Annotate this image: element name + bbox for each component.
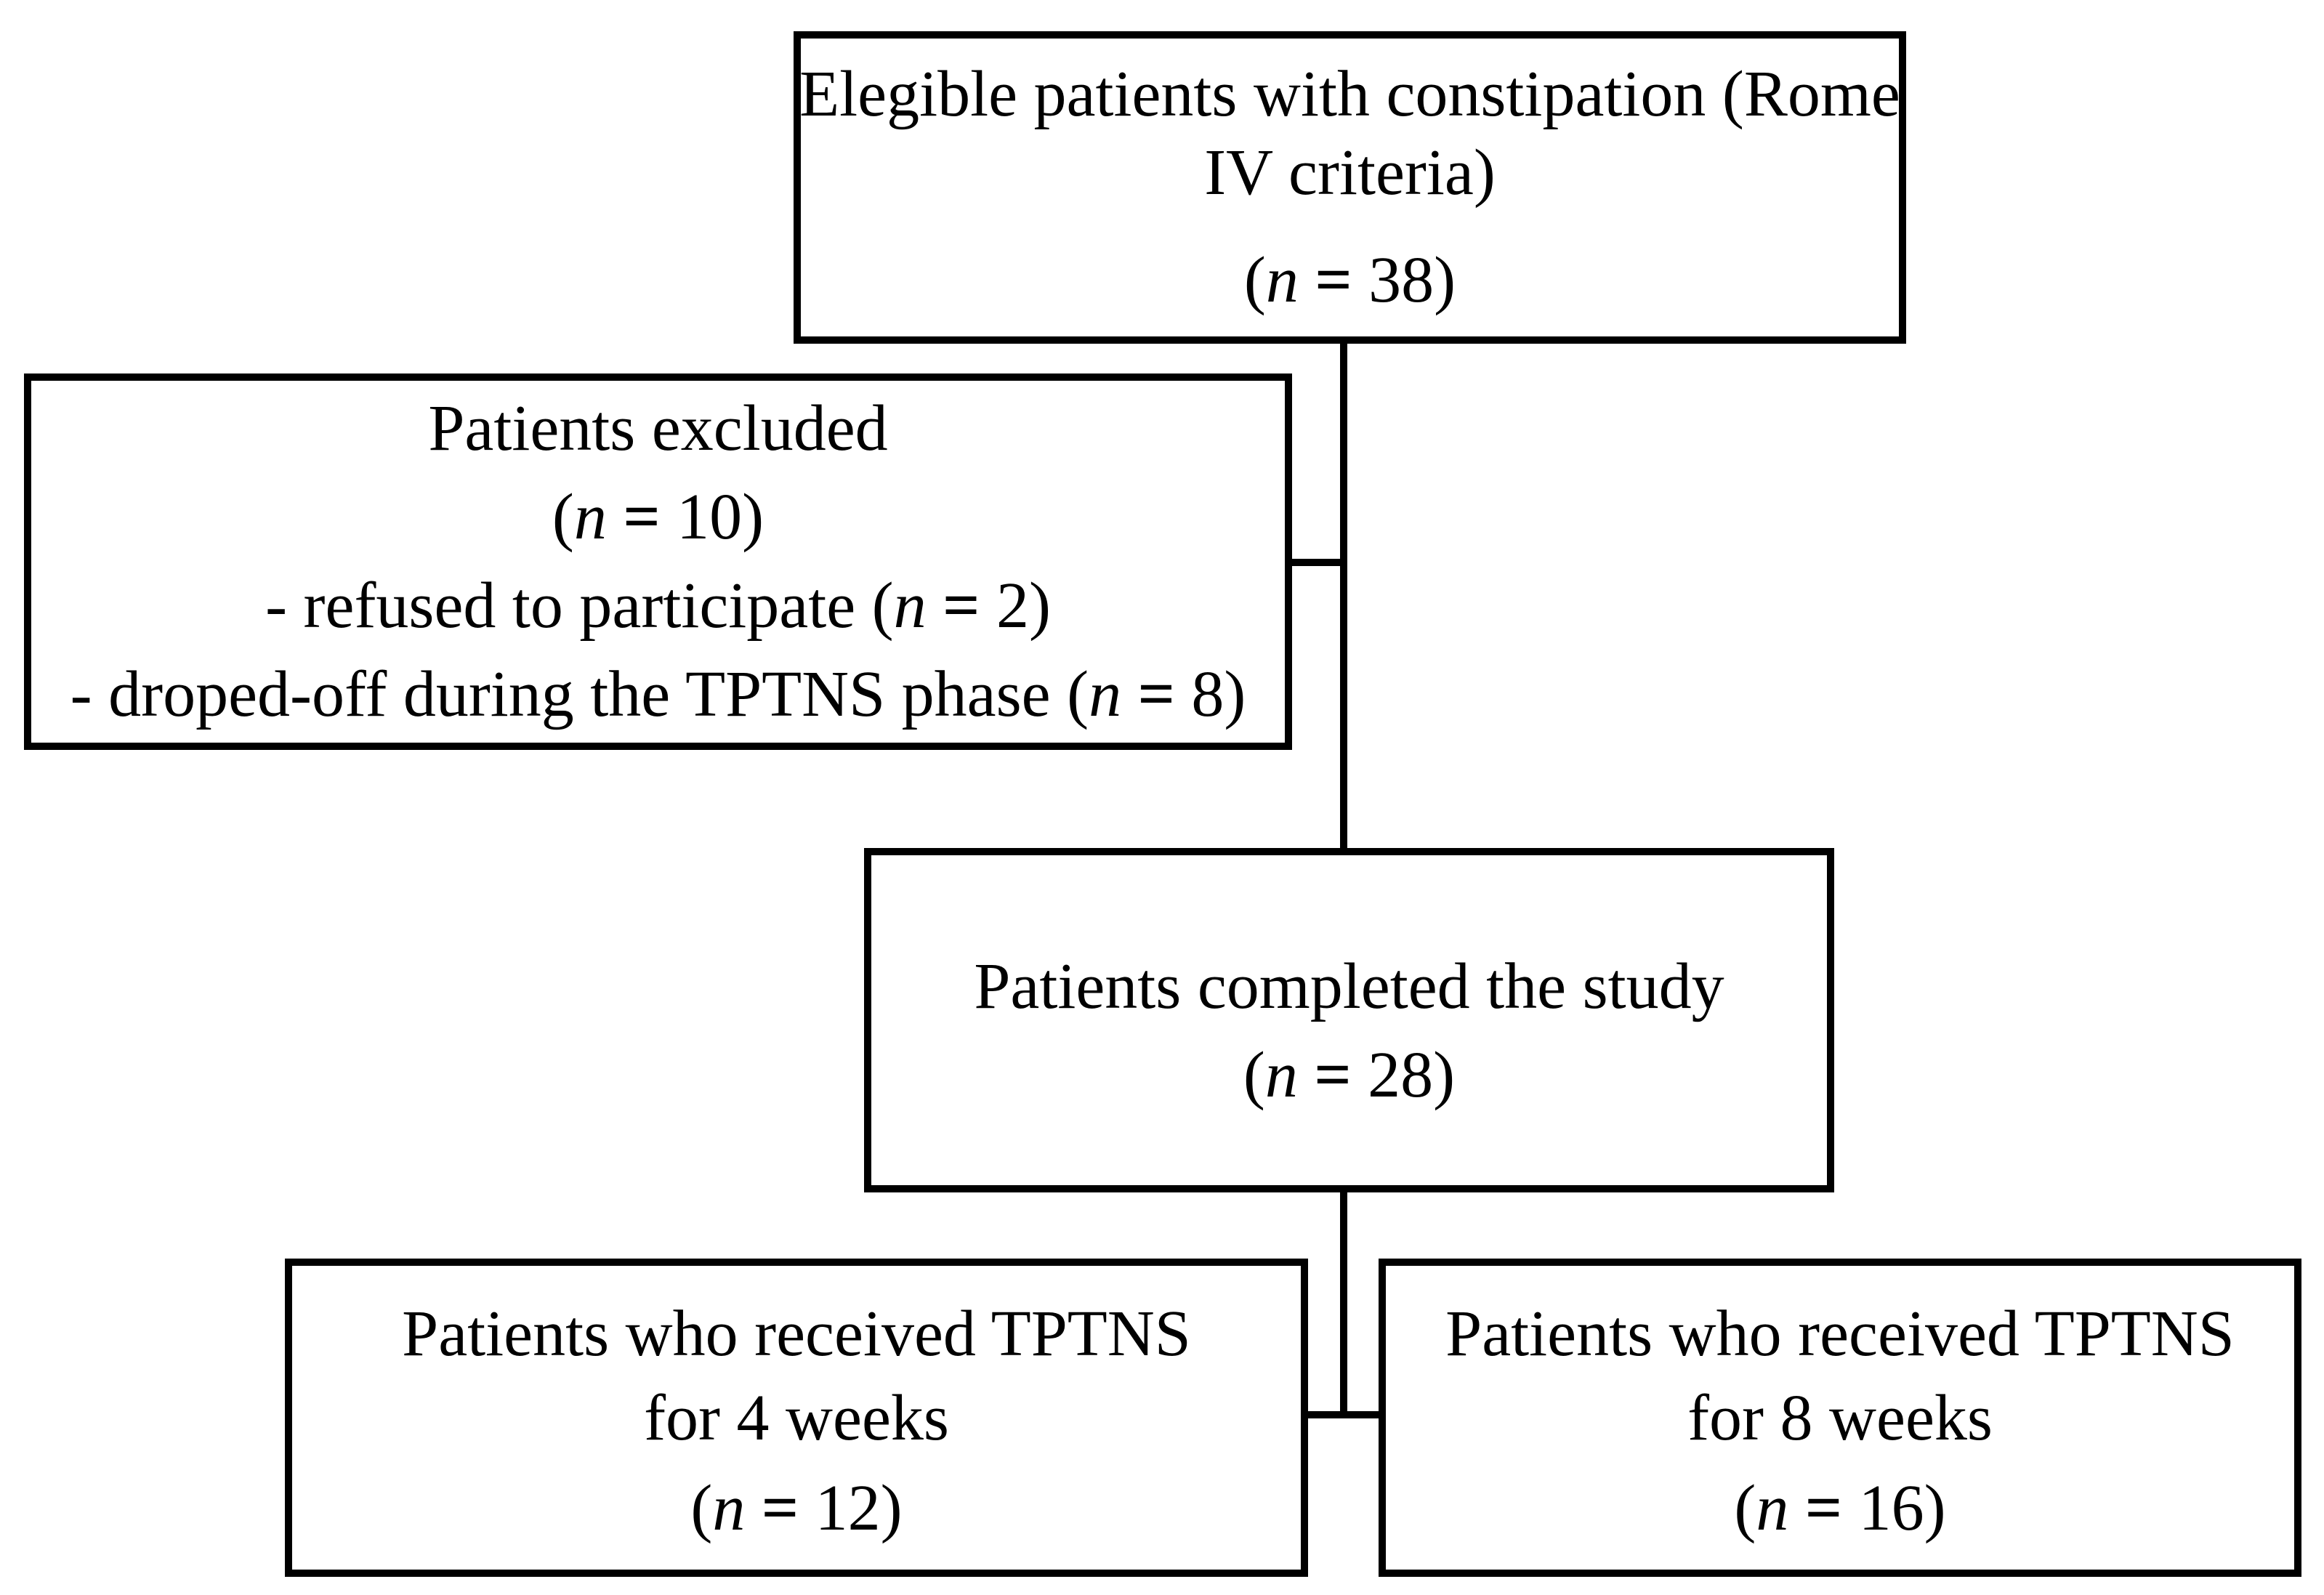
excluded-count-open: ( <box>552 481 574 553</box>
connector-completed-to-groups-vertical <box>1340 1185 1347 1418</box>
excluded-reason1-equals: = <box>926 570 996 642</box>
tptns8-count-var: n <box>1756 1472 1789 1544</box>
tptns8-title-line1: Patients who received TPTNS <box>1445 1298 2235 1370</box>
eligible-count-equals: = <box>1298 244 1369 316</box>
excluded-count-var: n <box>573 481 607 553</box>
completed-title: Patients completed the study <box>974 950 1724 1022</box>
tptns4-title-line2: for 4 weeks <box>644 1382 949 1454</box>
completed-count-equals: = <box>1297 1039 1368 1111</box>
excluded-title: Patients excluded <box>428 392 888 464</box>
tptns4-count-var: n <box>712 1472 746 1544</box>
tptns4-count-value: 12) <box>815 1472 903 1544</box>
box-eligible-patients: Elegible patients with constipation (Rom… <box>794 31 1906 344</box>
excluded-reason2-value: 8) <box>1191 658 1246 730</box>
connector-eligible-to-completed-vertical <box>1340 336 1347 855</box>
tptns4-count-equals: = <box>745 1472 815 1544</box>
excluded-reason-dropped: - droped-off during the TPTNS phase (n =… <box>70 650 1246 739</box>
box-patients-excluded: Patients excluded (n = 10) - refused to … <box>24 373 1292 750</box>
eligible-count-value: 38) <box>1368 244 1456 316</box>
completed-count-value: 28) <box>1368 1039 1456 1111</box>
completed-count-open: ( <box>1243 1039 1265 1111</box>
excluded-count-value: 10) <box>677 481 764 553</box>
tptns4-title-line1: Patients who received TPTNS <box>402 1298 1191 1370</box>
eligible-title-line2: IV criteria) <box>1204 137 1496 209</box>
excluded-reason-refused: - refused to participate (n = 2) <box>265 562 1051 650</box>
tptns8-count: (n = 16) <box>1734 1466 1945 1551</box>
connector-groups-horizontal <box>1304 1411 1384 1418</box>
tptns8-count-open: ( <box>1734 1472 1756 1544</box>
eligible-count-open: ( <box>1243 244 1266 316</box>
connector-excluded-horizontal <box>1286 559 1347 566</box>
box-tptns-4-weeks: Patients who received TPTNS for 4 weeks … <box>285 1259 1308 1577</box>
excluded-reason2-text: - droped-off during the TPTNS phase ( <box>70 658 1089 730</box>
eligible-count: (n = 38) <box>1244 241 1456 320</box>
excluded-count: (n = 10) <box>552 473 764 562</box>
tptns8-title-line2: for 8 weeks <box>1687 1382 1993 1454</box>
eligible-count-var: n <box>1265 244 1299 316</box>
eligible-title-line1: Elegible patients with constipation (Rom… <box>799 58 1900 130</box>
tptns8-count-equals: = <box>1788 1472 1859 1544</box>
tptns4-count-open: ( <box>690 1472 713 1544</box>
tptns4-count: (n = 12) <box>690 1466 902 1551</box>
tptns8-count-value: 16) <box>1858 1472 1946 1544</box>
box-patients-completed: Patients completed the study (n = 28) <box>864 848 1834 1192</box>
completed-count-var: n <box>1264 1039 1298 1111</box>
completed-count: (n = 28) <box>1243 1031 1455 1120</box>
excluded-reason1-value: 2) <box>996 570 1051 642</box>
excluded-reason2-equals: = <box>1121 658 1192 730</box>
excluded-reason2-var: n <box>1089 658 1122 730</box>
excluded-reason1-var: n <box>893 570 927 642</box>
excluded-reason1-text: - refused to participate ( <box>265 570 894 642</box>
box-tptns-8-weeks: Patients who received TPTNS for 8 weeks … <box>1379 1259 2301 1577</box>
excluded-count-equals: = <box>606 481 677 553</box>
